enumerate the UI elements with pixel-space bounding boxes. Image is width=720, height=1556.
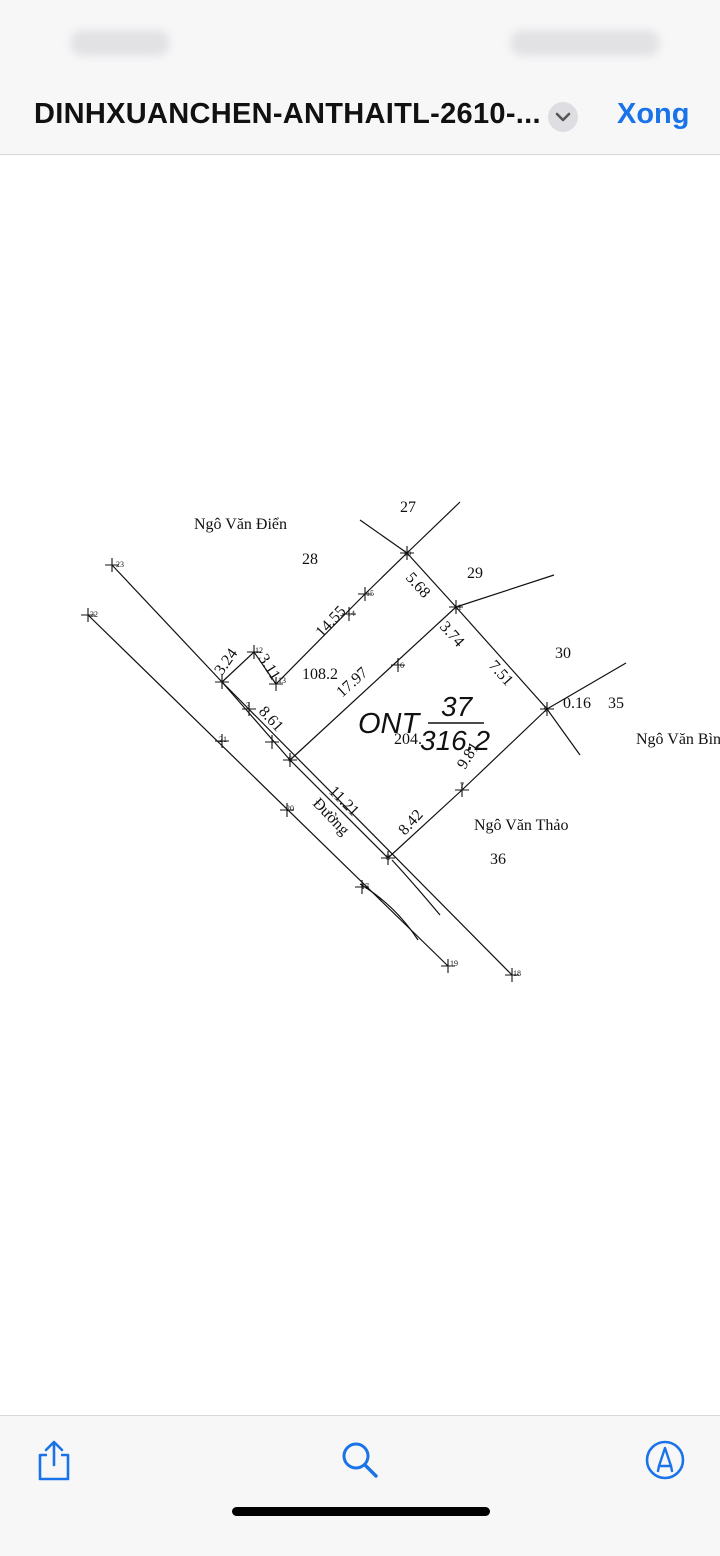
share-icon [38,1440,70,1481]
vertex-markers [81,546,554,982]
vertex-label: 20 [286,804,294,813]
vertex-label: 10 [403,549,411,558]
document-title[interactable]: DINHXUANCHEN-ANTHAITL-2610-... [34,98,541,130]
edge-length-label: 7.51 [485,657,516,689]
inner-area-label: 108.2 [302,666,338,683]
navigation-bar: DINHXUANCHEN-ANTHAITL-2610-... Xong [0,80,720,155]
boundary-line [359,519,408,554]
search-icon [342,1442,378,1478]
status-icons-blur [510,30,660,56]
parcel-division-line [289,606,457,761]
status-time-blur [70,30,170,56]
neighbour-parcel-number: 28 [302,551,318,568]
owner-labels: Ngô Văn Điển Ngô Văn Bình Ngô Văn Thảo 2… [194,499,720,868]
inner-area-label: 204. [394,731,422,748]
markup-button[interactable] [643,1438,687,1482]
share-button[interactable] [32,1438,76,1482]
map-lines [87,501,627,976]
boundary-line [546,708,581,756]
owner-name-top: Ngô Văn Điển [194,516,287,533]
edge-length-label: 3.74 [436,618,467,650]
vertex-labels: 23 22 12 13 15 14 10 11 16 9 8 7 6 3 21 … [90,549,548,978]
edge-length-label: 5.68 [402,569,433,601]
vertex-label: 11 [454,603,462,612]
neighbour-parcel-number: 29 [467,565,483,582]
vertex-label: 16 [396,661,404,670]
vertex-label: 14 [347,609,355,618]
boundary-line [546,662,627,710]
owner-name-bottom: Ngô Văn Thảo [474,817,569,834]
owner-name-right: Ngô Văn Bình [636,731,720,748]
neighbour-parcel-number: 27 [400,499,416,516]
vertex-label: 22 [90,610,98,619]
vertex-label: 9 [544,705,548,714]
boundary-line [455,574,555,608]
road-edge-line [87,614,449,967]
search-button[interactable] [338,1438,382,1482]
boundary-line [406,501,461,554]
vertex-label: 19 [450,959,458,968]
vertex-label: 17 [361,882,369,891]
vertex-label: 8 [386,853,390,862]
road-curve [391,859,441,916]
vertex-label: 6 [288,755,292,764]
vertex-label: 12 [255,646,263,655]
chevron-down-icon [555,112,571,122]
edge-length-label: 8.42 [395,806,426,838]
parcel-area: 316.2 [420,725,490,756]
neighbour-parcel-number: 36 [490,851,506,868]
title-menu-button[interactable] [548,102,578,132]
markup-icon [645,1440,685,1480]
edge-length-label: 8.61 [255,703,287,735]
vertex-label: 15 [366,589,374,598]
vertex-label: 13 [278,676,286,685]
road-curve [359,883,419,941]
neighbour-parcel-number: 35 [608,695,624,712]
edge-length-label: 0.16 [563,695,591,712]
vertex-label: 21 [219,735,227,744]
status-bar [0,0,720,80]
boundary-line [111,564,223,683]
neighbour-parcel-number: 30 [555,645,571,662]
parcel-number: 37 [441,691,474,722]
home-indicator[interactable] [232,1507,490,1516]
cadastral-map: 23 22 12 13 15 14 10 11 16 9 8 7 6 3 21 … [81,499,720,982]
document-view[interactable]: 23 22 12 13 15 14 10 11 16 9 8 7 6 3 21 … [0,155,720,1415]
edge-length-label: 3.24 [211,646,241,679]
vertex-label: 23 [116,560,124,569]
road-edge-line [221,681,513,976]
vertex-label: 3 [246,701,250,710]
vertex-label: 18 [513,969,521,978]
edge-length-label: 14.55 [312,603,349,641]
parcel-info: ONT 37 316.2 [358,691,490,756]
done-button[interactable]: Xong [617,98,690,130]
vertex-label: 7 [460,781,464,790]
bottom-toolbar [0,1415,720,1556]
parcel-code: ONT [358,708,422,740]
edge-length-label: 17.97 [333,664,371,701]
